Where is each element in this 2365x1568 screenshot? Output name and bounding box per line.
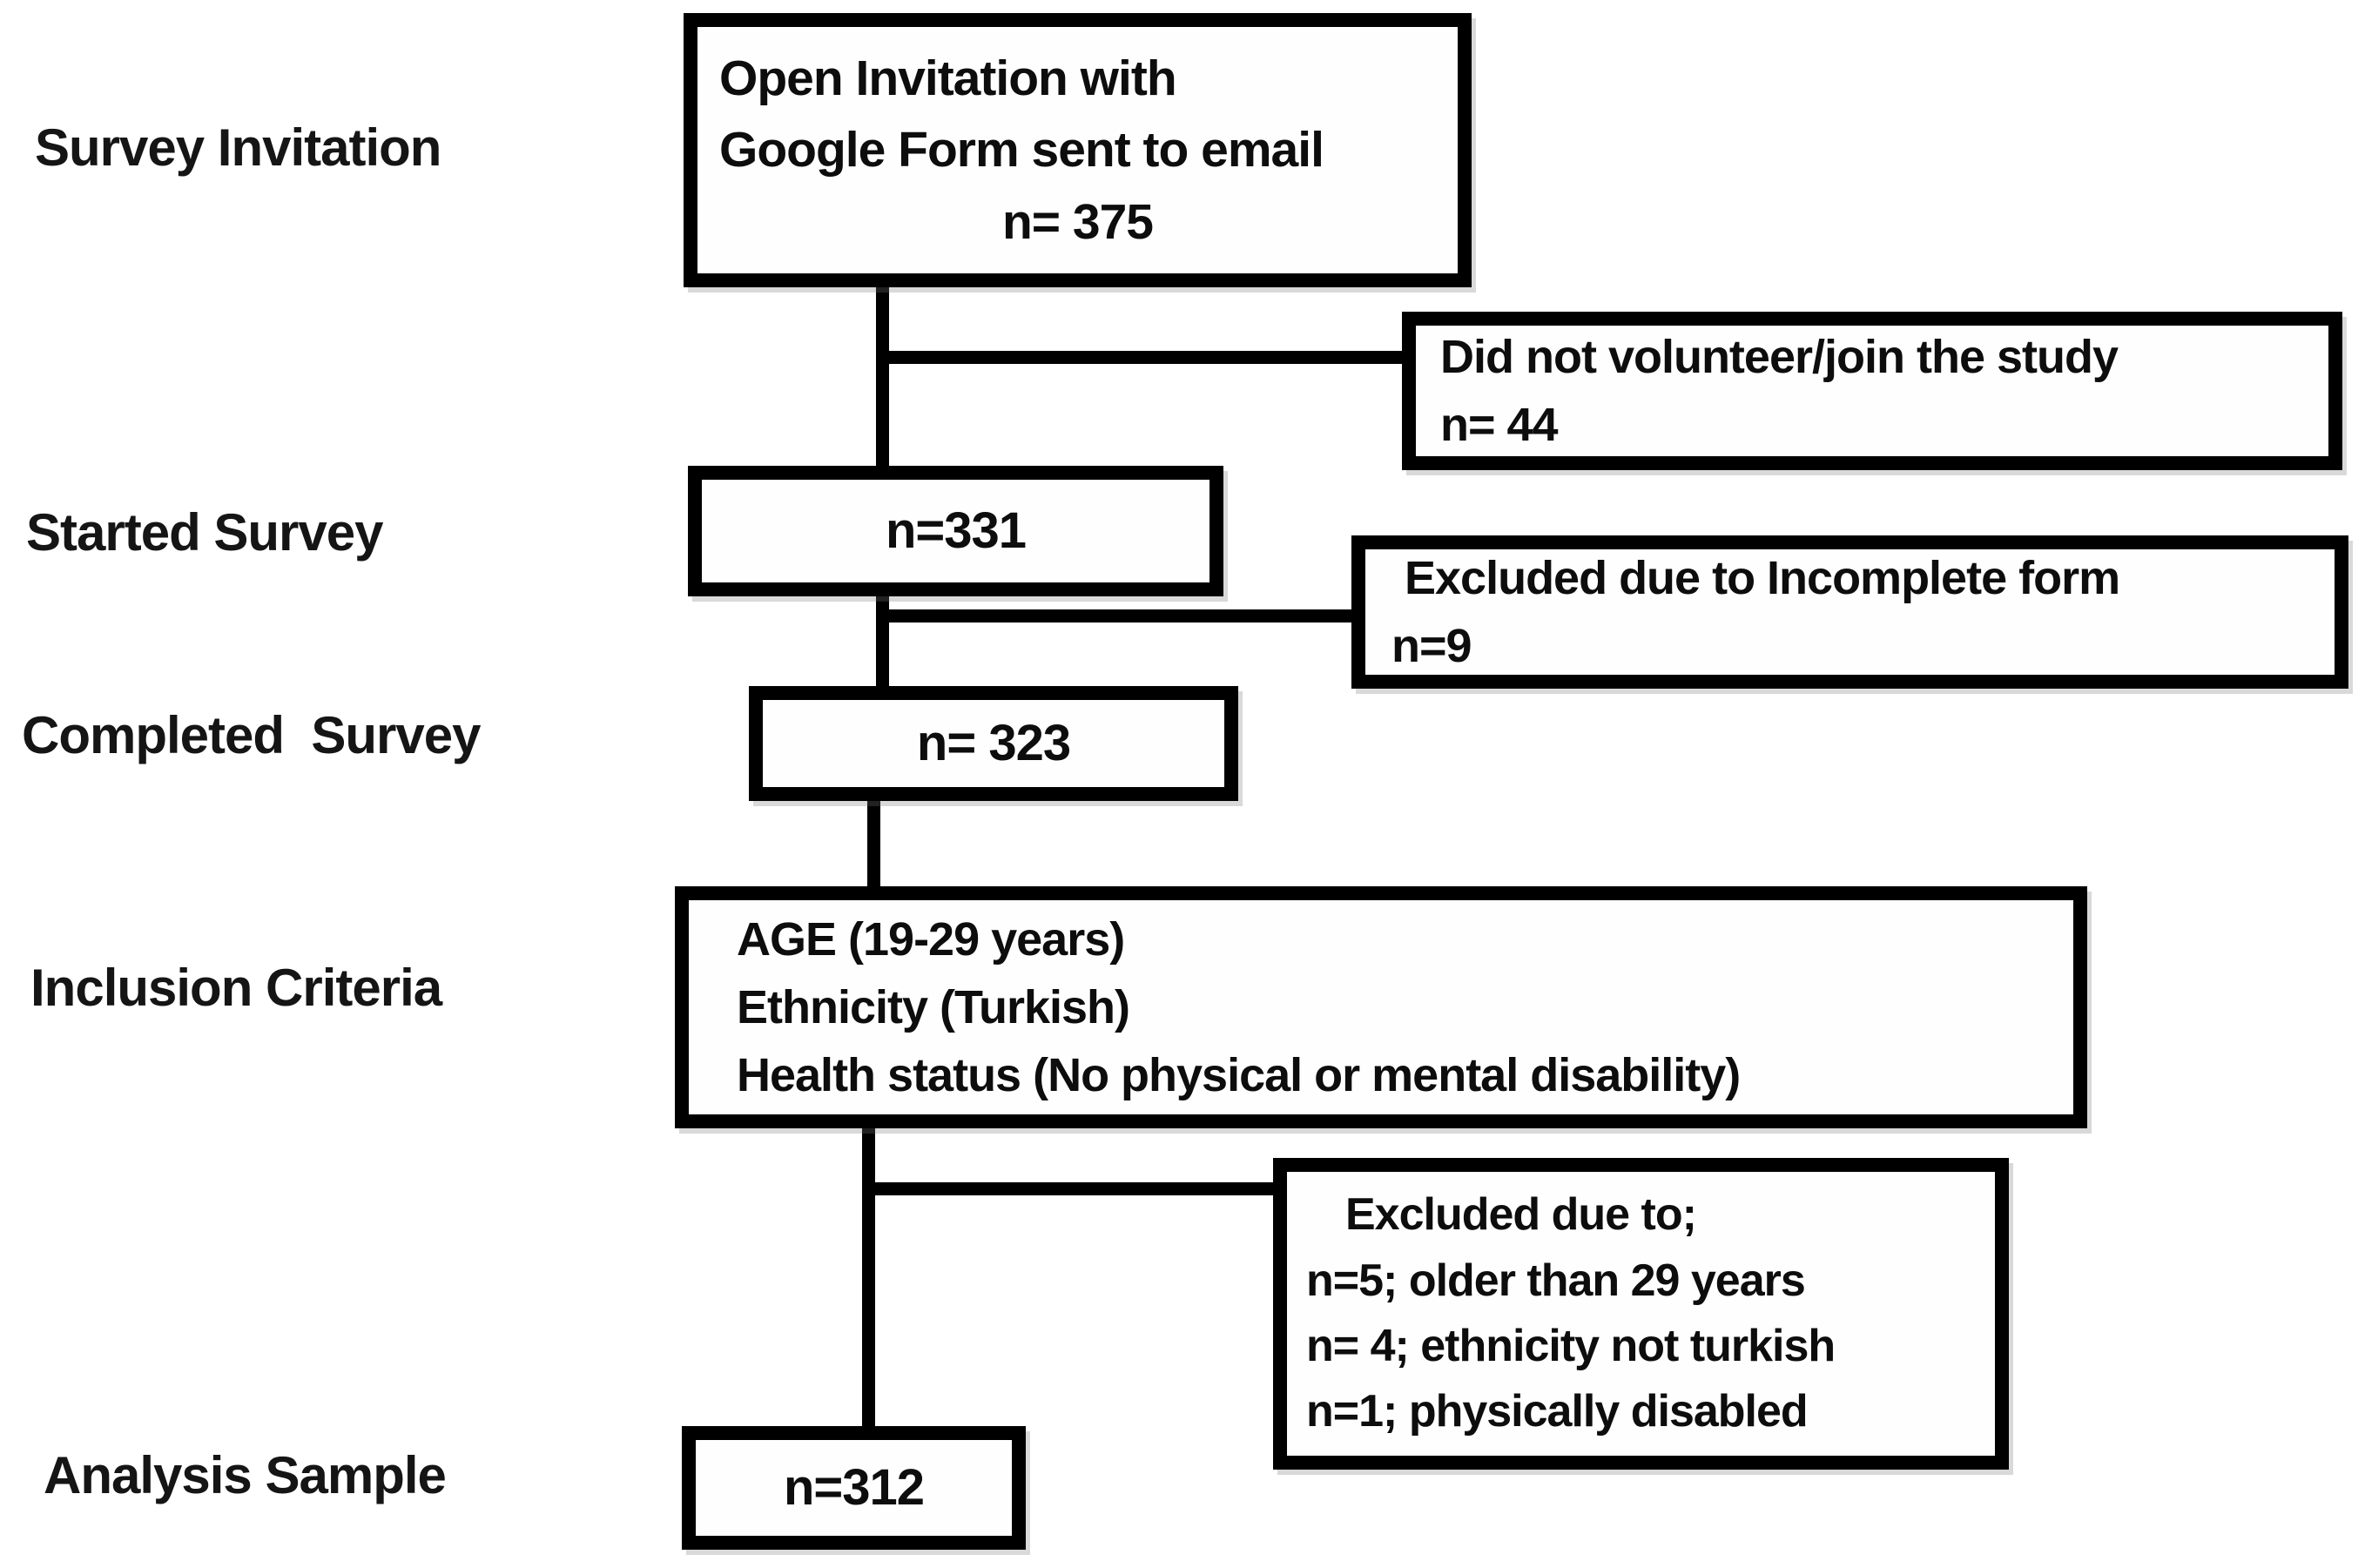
connector-completed-to-inclusion <box>867 797 880 891</box>
connector-branch-excluded-criteria <box>862 1182 1275 1195</box>
box-line: n=312 <box>783 1458 925 1516</box>
box-line: Did not volunteer/join the study <box>1440 330 2119 383</box>
box-line: Open Invitation with <box>719 50 1177 106</box>
box-excluded-incomplete: Excluded due to Incomplete form n=9 <box>1351 535 2348 689</box>
box-line: n= 323 <box>916 714 1071 771</box>
box-line: n= 4; ethnicity not turkish <box>1306 1321 1836 1371</box>
connector-branch-did-not-volunteer <box>876 351 1405 364</box>
connector-inclusion-to-analysis <box>862 1126 875 1432</box>
stage-label-analysis-sample: Analysis Sample <box>44 1446 447 1504</box>
box-analysis-n: n=312 <box>682 1426 1026 1550</box>
stage-label-inclusion-criteria: Inclusion Criteria <box>30 959 442 1017</box>
box-inclusion-criteria: AGE (19-29 years) Ethnicity (Turkish) He… <box>675 886 2087 1128</box>
box-excluded-criteria: Excluded due to; n=5; older than 29 year… <box>1273 1158 2009 1470</box>
stage-label-started-survey: Started Survey <box>26 503 384 562</box>
box-line: AGE (19-29 years) <box>737 912 1125 966</box>
box-line: n=5; older than 29 years <box>1306 1255 1806 1306</box>
box-started-n: n=331 <box>688 466 1223 596</box>
box-line: n=331 <box>885 501 1027 559</box>
box-line: n= 44 <box>1440 399 1559 451</box>
connector-invitation-to-started <box>876 286 889 470</box>
connector-branch-excluded-incomplete <box>876 609 1353 622</box>
box-line: n=9 <box>1391 620 1472 672</box>
box-line: Excluded due to; <box>1345 1189 1697 1241</box>
box-did-not-volunteer: Did not volunteer/join the study n= 44 <box>1402 312 2342 470</box>
stage-label-survey-invitation: Survey Invitation <box>35 118 441 177</box>
box-open-invitation: Open Invitation with Google Form sent to… <box>684 13 1472 287</box>
stage-label-completed-survey: Completed Survey <box>22 706 481 764</box>
box-line: n= 375 <box>1001 193 1154 250</box>
box-completed-n: n= 323 <box>749 686 1238 801</box>
box-line: Excluded due to Incomplete form <box>1405 551 2120 604</box>
box-line: Google Form sent to email <box>719 122 1324 178</box>
box-line: Ethnicity (Turkish) <box>737 980 1130 1033</box>
box-line: n=1; physically disabled <box>1306 1386 1809 1437</box>
box-line: Health status (No physical or mental dis… <box>737 1049 1741 1102</box>
